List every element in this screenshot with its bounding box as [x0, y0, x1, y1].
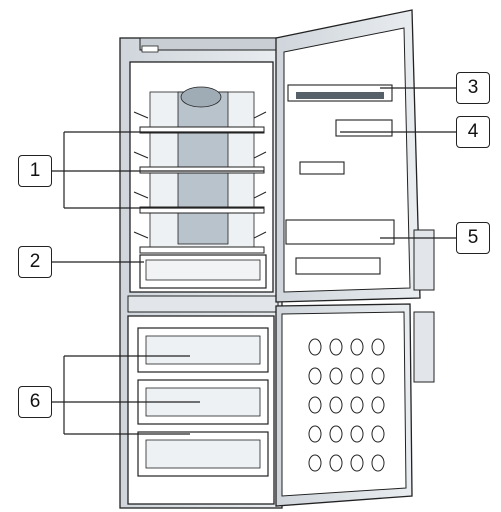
egg-slot — [330, 368, 342, 384]
callout-5: 5 — [456, 222, 490, 254]
egg-slot — [309, 339, 321, 355]
egg-slot — [330, 426, 342, 442]
egg-slot — [309, 368, 321, 384]
callout-4: 4 — [456, 116, 490, 148]
egg-slot — [330, 397, 342, 413]
callout-6: 6 — [18, 386, 52, 418]
egg-slot — [351, 397, 363, 413]
egg-slot — [309, 426, 321, 442]
egg-slot — [351, 368, 363, 384]
egg-slot — [309, 455, 321, 471]
callout-3: 3 — [456, 72, 490, 104]
egg-slot — [351, 455, 363, 471]
egg-slot — [372, 368, 384, 384]
egg-slot — [372, 426, 384, 442]
egg-slot — [351, 426, 363, 442]
callout-1: 1 — [18, 155, 52, 187]
egg-slot — [309, 397, 321, 413]
egg-slot — [372, 455, 384, 471]
egg-slot — [351, 339, 363, 355]
egg-slot — [330, 455, 342, 471]
fridge-door-handle — [414, 230, 434, 290]
freezer-door-handle — [414, 312, 434, 382]
divider-panel — [128, 296, 278, 312]
callout-2: 2 — [18, 246, 52, 278]
crisper-drawer — [140, 255, 266, 288]
egg-slot — [372, 397, 384, 413]
egg-slot — [330, 339, 342, 355]
egg-slot — [372, 339, 384, 355]
